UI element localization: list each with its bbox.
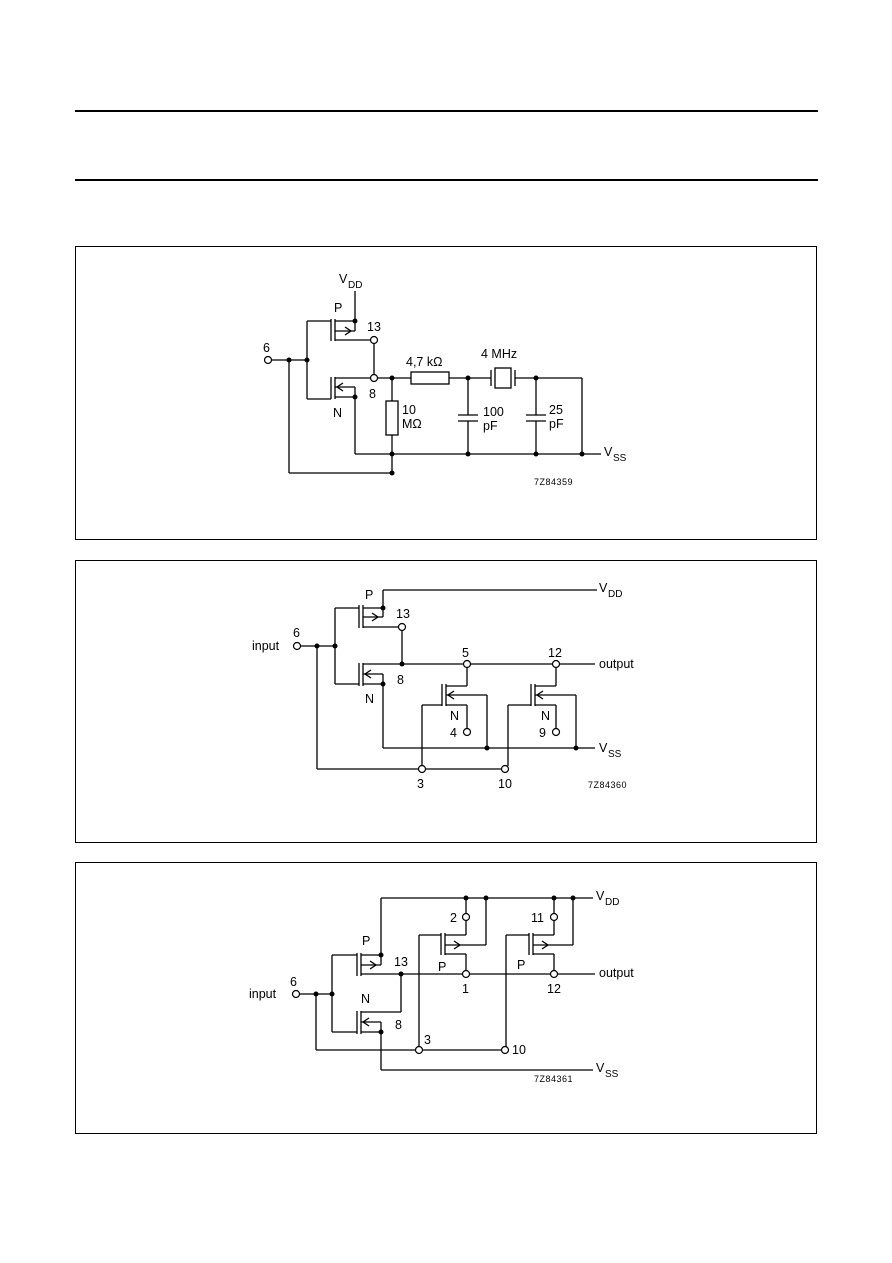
- pin-6-label: 6: [290, 975, 297, 989]
- cap-100pf-value: 100: [483, 405, 504, 419]
- pin-6-terminal: [263, 355, 273, 365]
- pin-9-terminal: [551, 727, 561, 737]
- p-channel-label: P: [362, 934, 370, 948]
- vss-label: V: [596, 1061, 605, 1075]
- cap-100pf-unit: pF: [483, 419, 498, 433]
- pin-3-terminal: [417, 764, 427, 774]
- pin-2-terminal: [461, 912, 471, 922]
- vdd-label: V: [339, 272, 348, 286]
- pin-3-label: 3: [424, 1033, 431, 1047]
- output-label: output: [599, 657, 634, 671]
- vdd-subscript: DD: [608, 589, 622, 600]
- pin-10-terminal: [500, 1045, 510, 1055]
- pin-12-terminal: [549, 969, 559, 979]
- vss-label: V: [599, 741, 608, 755]
- schematic-p-channel-outputs: V DD P 13 input 6 N 8 2 P 1: [249, 889, 634, 1084]
- schematic-n-channel-outputs: V DD P 13 input 6 N 8 5 12 output: [252, 581, 634, 791]
- header-rule-top: [75, 110, 818, 112]
- input-label: input: [252, 639, 280, 653]
- pin-13-terminal: [369, 335, 379, 345]
- output-label: output: [599, 966, 634, 980]
- cap-25pf-unit: pF: [549, 417, 564, 431]
- feedback-resistor-value: 10: [402, 403, 416, 417]
- pin-6-label: 6: [293, 626, 300, 640]
- pin-1-terminal: [461, 969, 471, 979]
- pin-8-label: 8: [395, 1018, 402, 1032]
- feedback-resistor-unit: MΩ: [402, 417, 422, 431]
- pin-13-terminal: [397, 622, 407, 632]
- pin-13-label: 13: [396, 607, 410, 621]
- pin-12-label: 12: [548, 646, 562, 660]
- pin-13-label: 13: [394, 955, 408, 969]
- n-channel-label: N: [333, 406, 342, 420]
- figure-code: 7Z84359: [534, 477, 573, 487]
- pin-6-label: 6: [263, 341, 270, 355]
- n-channel-label: N: [365, 692, 374, 706]
- pin-3-terminal: [414, 1045, 424, 1055]
- pin-1-label: 1: [462, 982, 469, 996]
- p-channel-2-label: P: [438, 960, 446, 974]
- figure-code: 7Z84361: [534, 1074, 573, 1084]
- figure-code: 7Z84360: [588, 780, 627, 790]
- pin-8-terminal: [369, 373, 379, 383]
- pin-4-label: 4: [450, 726, 457, 740]
- pin-10-label: 10: [498, 777, 512, 791]
- vdd-subscript: DD: [348, 280, 362, 291]
- vdd-subscript: DD: [605, 897, 619, 908]
- pin-8-label: 8: [369, 387, 376, 401]
- pin-5-label: 5: [462, 646, 469, 660]
- schematic-crystal-oscillator: V DD P 13 6 N 8 10 MΩ 4,7 kΩ: [263, 272, 627, 487]
- pin-6-terminal: [292, 641, 302, 651]
- figure-buffered-p-outputs: V DD P 13 input 6 N 8 2 P 1: [75, 862, 817, 1134]
- cap-25pf-value: 25: [549, 403, 563, 417]
- pin-9-label: 9: [539, 726, 546, 740]
- pin-4-terminal: [462, 727, 472, 737]
- crystal-frequency-label: 4 MHz: [481, 347, 517, 361]
- n-channel-label: N: [361, 992, 370, 1006]
- crystal-resonator: [494, 367, 512, 389]
- p-channel-label: P: [334, 301, 342, 315]
- p-channel-3-label: P: [517, 958, 525, 972]
- feedback-resistor: [385, 400, 399, 436]
- pin-10-terminal: [500, 764, 510, 774]
- pin-10-label: 10: [512, 1043, 526, 1057]
- vss-subscript: SS: [608, 749, 622, 760]
- pin-5-terminal: [462, 659, 472, 669]
- pin-13-label: 13: [367, 320, 381, 334]
- p-channel-label: P: [365, 588, 373, 602]
- vdd-label: V: [599, 581, 608, 595]
- vss-subscript: SS: [605, 1069, 619, 1080]
- pin-8-label: 8: [397, 673, 404, 687]
- series-resistor-label: 4,7 kΩ: [406, 355, 442, 369]
- pin-11-terminal: [549, 912, 559, 922]
- series-resistor: [410, 371, 450, 385]
- figure-oscillator-crystal: V DD P 13 6 N 8 10 MΩ 4,7 kΩ: [75, 246, 817, 540]
- header-rule-bottom: [75, 179, 818, 181]
- pin-2-label: 2: [450, 911, 457, 925]
- pin-6-terminal: [291, 989, 301, 999]
- vdd-label: V: [596, 889, 605, 903]
- figure-buffered-n-outputs: V DD P 13 input 6 N 8 5 12 output: [75, 560, 817, 843]
- pin-3-label: 3: [417, 777, 424, 791]
- pin-12-terminal: [551, 659, 561, 669]
- n-channel-3-label: N: [541, 709, 550, 723]
- vss-subscript: SS: [613, 453, 627, 464]
- vss-label: V: [604, 445, 613, 459]
- pin-12-label: 12: [547, 982, 561, 996]
- input-label: input: [249, 987, 277, 1001]
- pin-11-label: 11: [531, 911, 544, 925]
- n-channel-2-label: N: [450, 709, 459, 723]
